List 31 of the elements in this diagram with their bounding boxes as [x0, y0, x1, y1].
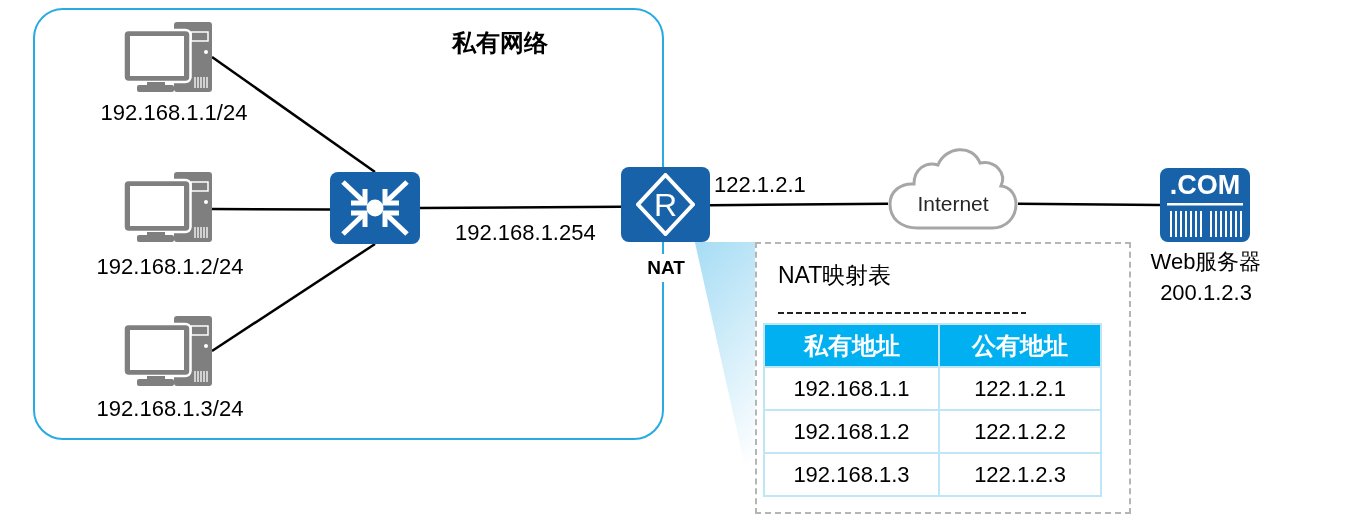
desktop-computer-icon: [122, 22, 212, 92]
node-caption: Web服务器: [1150, 248, 1262, 276]
connector-line: [1018, 202, 1160, 207]
panel-title: NAT映射表: [778, 261, 892, 290]
node-caption: 192.168.1.2/24: [96, 253, 244, 281]
node-caption: 200.1.2.3: [1160, 279, 1252, 307]
switch-icon: [330, 172, 420, 244]
table-cell: 192.168.1.1: [765, 368, 938, 409]
desktop-computer-icon: [122, 316, 212, 386]
connector-line: [211, 242, 376, 353]
group-title: 私有网络: [452, 28, 548, 58]
table-cell: 192.168.1.2: [765, 411, 938, 452]
router-tile: [621, 167, 710, 242]
table-cell: 122.1.2.1: [940, 368, 1100, 409]
connector-line: [710, 202, 888, 207]
table-cell: 122.1.2.2: [940, 411, 1100, 452]
server-tile: [1160, 168, 1250, 242]
connector-line: [420, 205, 621, 210]
node-caption: 192.168.1.1/24: [100, 99, 248, 127]
table-header-cell: 私有地址: [765, 325, 938, 366]
connector-line: [211, 55, 376, 174]
router-letter: R: [653, 187, 678, 222]
node-caption: 192.168.1.3/24: [96, 395, 244, 423]
table-cell: 192.168.1.3: [765, 454, 938, 495]
server-label: .COM: [1169, 170, 1241, 200]
table-cell: 122.1.2.3: [940, 454, 1100, 495]
desktop-computer-icon: [122, 172, 212, 242]
node-label: Internet: [916, 191, 990, 217]
table-panel: [755, 242, 1131, 514]
connector-line: [212, 207, 330, 211]
table-header-cell: 公有地址: [940, 325, 1100, 366]
